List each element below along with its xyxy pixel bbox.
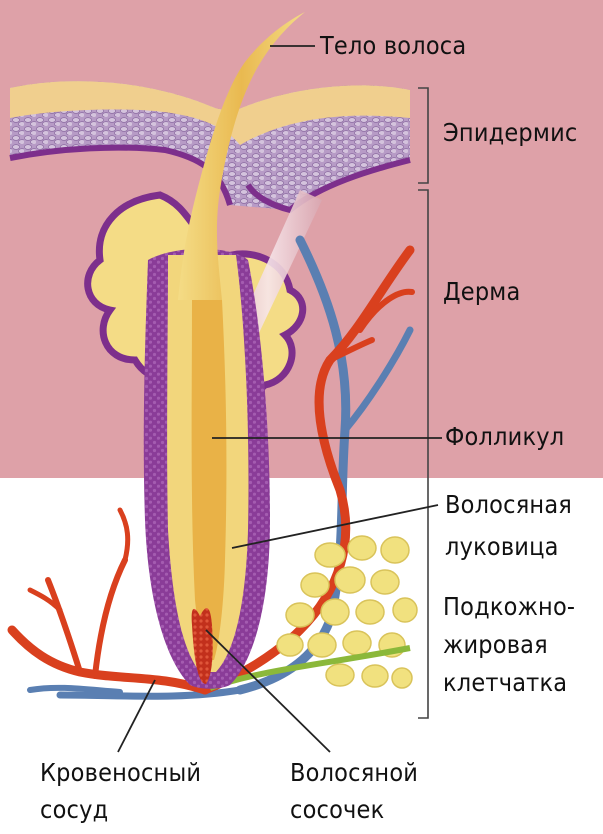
label-bulb-line1: Волосяная bbox=[445, 490, 572, 520]
label-papilla-line1: Волосяной bbox=[290, 758, 418, 788]
label-subcutis-line1: Подкожно- bbox=[443, 592, 575, 622]
label-hair-shaft: Тело волоса bbox=[320, 31, 466, 61]
label-papilla-line2: сосочек bbox=[290, 795, 384, 825]
label-subcutis-line3: клетчатка bbox=[443, 668, 567, 698]
label-vessel-line1: Кровеносный bbox=[40, 758, 201, 788]
label-vessel-line2: сосуд bbox=[40, 795, 108, 825]
label-bulb-line2: луковица bbox=[445, 532, 559, 562]
label-dermis: Дерма bbox=[443, 277, 520, 307]
label-follicle: Фолликул bbox=[445, 422, 564, 452]
label-subcutis-line2: жировая bbox=[443, 630, 548, 660]
label-epidermis: Эпидермис bbox=[443, 118, 577, 148]
